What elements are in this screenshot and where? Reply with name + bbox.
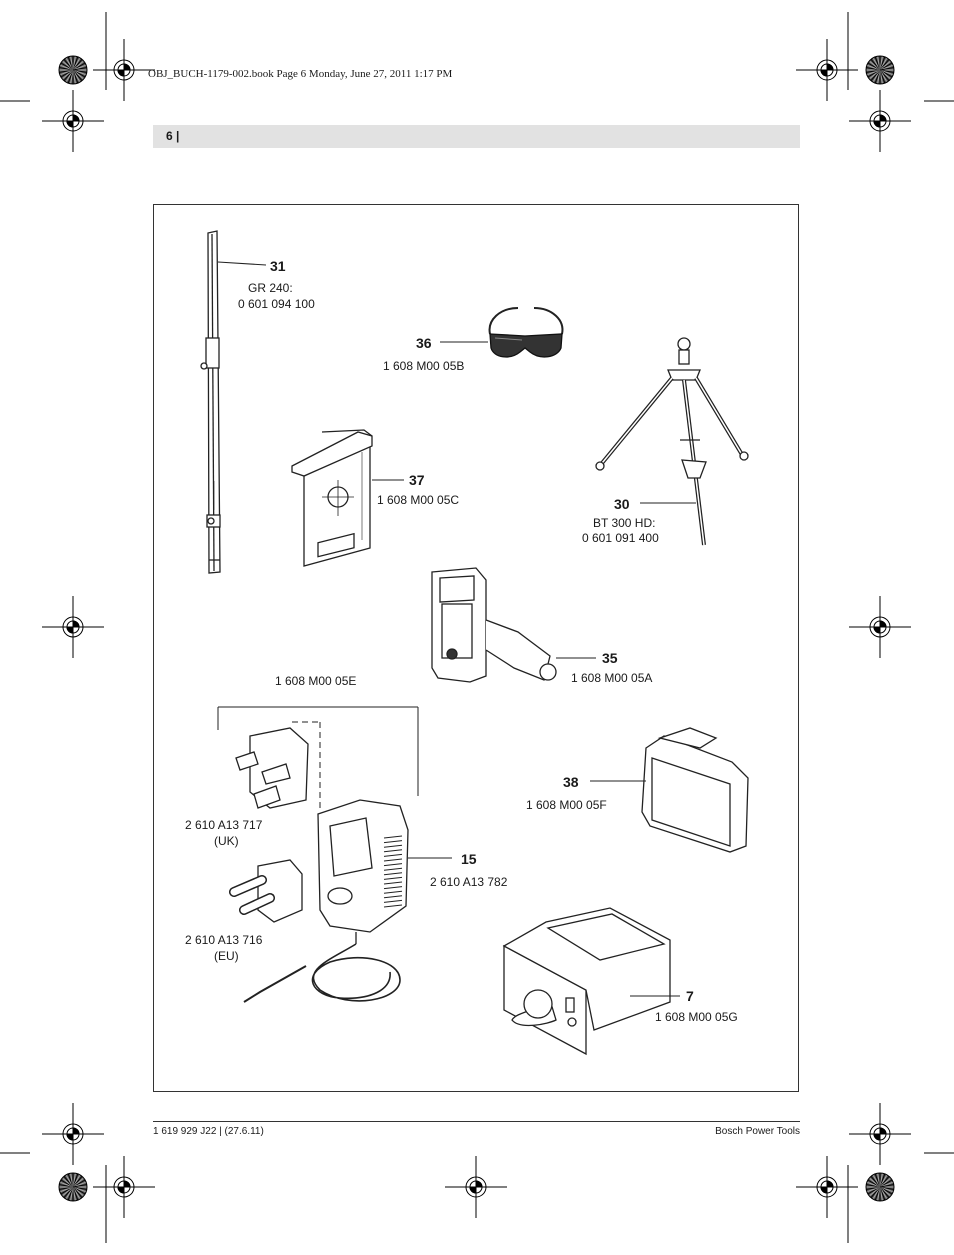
uk-plug-code-line2: (UK): [214, 834, 239, 848]
footer-rule: [153, 1121, 800, 1122]
battery-pack-illustration: [502, 907, 680, 1056]
charger-rib: [383, 853, 403, 857]
uk-plug-illustration: [235, 727, 309, 809]
target-plate-illustration: [291, 429, 404, 567]
accessories-figure-frame: [153, 204, 799, 1092]
item-7-code: 1 608 M00 05G: [655, 1010, 738, 1024]
item-30-code-line1: BT 300 HD:: [593, 516, 656, 530]
registration-target-icon: [42, 1103, 104, 1165]
item-7-number: 7: [686, 988, 694, 1004]
registration-target-icon: [796, 1156, 858, 1218]
print-file-info: OBJ_BUCH-1179-002.book Page 6 Monday, Ju…: [148, 68, 453, 80]
registration-target-icon: [849, 90, 911, 152]
brand-name: Bosch Power Tools: [715, 1126, 800, 1137]
registration-target-icon: [445, 1156, 507, 1218]
charger-set-code: 1 608 M00 05E: [275, 674, 357, 688]
charger-illustration: [243, 799, 452, 1003]
charger-rib: [383, 849, 403, 853]
eu-plug-code-line1: 2 610 A13 716: [185, 933, 263, 947]
charger-rib: [383, 890, 403, 894]
charger-rib: [383, 886, 403, 890]
item-37-code: 1 608 M00 05C: [377, 493, 460, 507]
charger-rib: [383, 863, 403, 867]
item-38-number: 38: [563, 774, 579, 790]
tripod-illustration: [595, 337, 749, 546]
uk-plug-code-line1: 2 610 A13 717: [185, 818, 263, 832]
item-35-number: 35: [602, 650, 618, 666]
registration-starburst-icon: [58, 1172, 88, 1202]
registration-starburst-icon: [865, 55, 895, 85]
charger-rib: [383, 895, 403, 899]
item-38-code: 1 608 M00 05F: [526, 798, 607, 812]
registration-starburst-icon: [865, 1172, 895, 1202]
item-37-number: 37: [409, 472, 425, 488]
laser-glasses-illustration: [440, 307, 564, 358]
registration-target-icon: [849, 596, 911, 658]
registration-target-icon: [849, 1103, 911, 1165]
item-30-code-line2: 0 601 091 400: [582, 531, 659, 545]
charger-rib: [383, 872, 403, 876]
charger-rib: [383, 858, 403, 862]
registration-target-icon: [93, 1156, 155, 1218]
item-30-number: 30: [614, 496, 630, 512]
charger-rib: [383, 840, 403, 844]
item-31-number: 31: [270, 258, 286, 274]
eu-plug-illustration: [229, 859, 303, 923]
document-id: 1 619 929 J22 | (27.6.11): [153, 1126, 264, 1137]
registration-target-icon: [42, 90, 104, 152]
charger-rib: [383, 876, 403, 880]
carrying-case-illustration: [590, 727, 749, 853]
eu-plug-code-line2: (EU): [214, 949, 239, 963]
charger-rib: [383, 844, 403, 848]
charger-set-bracket: [217, 706, 419, 812]
item-36-code: 1 608 M00 05B: [383, 359, 465, 373]
charger-rib: [383, 867, 403, 871]
item-36-number: 36: [416, 335, 432, 351]
charger-rib: [383, 835, 403, 839]
item-15-number: 15: [461, 851, 477, 867]
item-15-code: 2 610 A13 782: [430, 875, 508, 889]
item-31-code-line1: GR 240:: [248, 281, 293, 295]
item-31-code-line2: 0 601 094 100: [238, 297, 315, 311]
registration-target-icon: [42, 596, 104, 658]
charger-rib: [383, 881, 403, 885]
charger-rib: [383, 904, 403, 908]
measuring-rod-illustration: [200, 230, 267, 574]
registration-target-icon: [796, 39, 858, 101]
registration-starburst-icon: [58, 55, 88, 85]
page-header-bar: [153, 125, 800, 148]
page-number: 6 |: [166, 129, 180, 143]
laser-receiver-illustration: [431, 567, 596, 683]
registration-target-icon: [93, 39, 155, 101]
item-35-code: 1 608 M00 05A: [571, 671, 653, 685]
charger-rib: [383, 899, 403, 903]
